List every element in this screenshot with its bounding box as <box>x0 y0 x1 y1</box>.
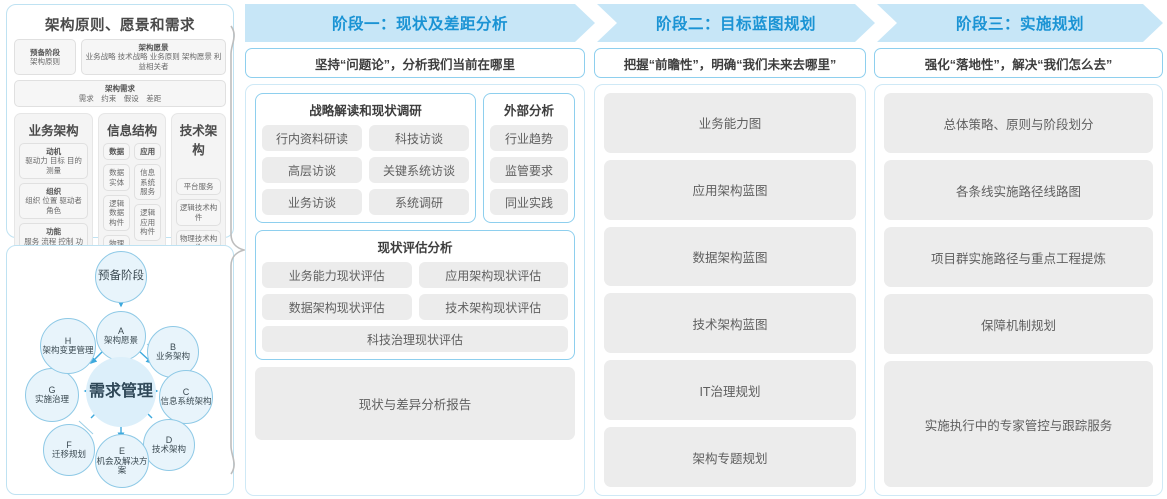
motivation-cell: 动机 驱动力 目标 目的 测量 <box>19 142 89 179</box>
adm-node-a: A 架构愿景 <box>96 311 146 361</box>
table-row: 行内资料研读 科技访谈 <box>262 125 469 151</box>
information-structure-head: 信息结构 <box>107 123 158 138</box>
logical-technology-component-cell: 逻辑技术构件 <box>176 199 221 226</box>
brace-connector-icon <box>230 25 247 475</box>
table-row: 高层访谈 关键系统访谈 <box>262 157 469 183</box>
adm-node-prep: 预备阶段 <box>95 251 147 303</box>
architecture-requirements-cell: 架构需求 需求 约束 假设 差距 <box>14 80 226 107</box>
strategy-research-title: 战略解读和现状调研 <box>309 104 422 118</box>
left-reference-panel: 架构原则、愿景和需求 预备阶段 架构原则 架构愿景 业务战略 技术战略 业务原则… <box>6 4 234 495</box>
strategy-research-box: 战略解读和现状调研 行内资料研读 科技访谈 高层访谈 关键系统访谈 业务访谈 系 <box>255 93 476 223</box>
architecture-vision-cell: 架构愿景 业务战略 技术战略 业务原则 架构愿景 利益相关者 <box>81 39 226 76</box>
phase-chevron-row: 阶段一：现状及差距分析 阶段二：目标蓝图规划 阶段三：实施规划 <box>245 4 1163 42</box>
table-row: 数据架构现状评估 技术架构现状评估 <box>262 294 568 320</box>
blueprint-tile[interactable]: 业务能力图 <box>604 93 856 153</box>
implementation-tile[interactable]: 项目群实施路径与重点工程提炼 <box>884 227 1153 287</box>
application-head: 应用 <box>134 142 162 161</box>
assessment-tile[interactable]: 应用架构现状评估 <box>418 262 568 288</box>
phase-2-body: 业务能力图 应用架构蓝图 数据架构蓝图 技术架构蓝图 IT治理规划 架构专题规划 <box>594 84 866 496</box>
adm-cycle-box: 预备阶段 A 架构愿景 B 业务架构 C 信息系统架构 D 技术架构 <box>6 245 234 495</box>
blueprint-tile[interactable]: IT治理规划 <box>604 360 856 421</box>
phase-2-chevron[interactable]: 阶段二：目标蓝图规划 <box>597 4 875 42</box>
phase-2-subtitle: 把握“前瞻性”，明确“我们未来去哪里” <box>594 48 866 78</box>
architecture-framework-box: 架构原则、愿景和需求 预备阶段 架构原则 架构愿景 业务战略 技术战略 业务原则… <box>6 4 234 328</box>
adm-diagram: 预备阶段 A 架构愿景 B 业务架构 C 信息系统架构 D 技术架构 <box>7 246 233 494</box>
phase-1-body: 战略解读和现状调研 行内资料研读 科技访谈 高层访谈 关键系统访谈 业务访谈 系 <box>245 84 585 496</box>
implementation-tile[interactable]: 实施执行中的专家管控与跟踪服务 <box>884 361 1153 487</box>
external-tile[interactable]: 行业趋势 <box>490 125 568 151</box>
assessment-tile[interactable]: 业务能力现状评估 <box>262 262 412 288</box>
logical-application-component-cell: 逻辑应用构件 <box>134 204 162 241</box>
data-head: 数据 <box>103 142 131 161</box>
assessment-tile-full[interactable]: 科技治理现状评估 <box>262 326 568 352</box>
organization-cell: 组织 组织 位置 驱动者 角色 <box>19 183 89 220</box>
adm-node-e: E 机会及解决方案 <box>95 434 149 488</box>
phase-3-subtitle: 强化“落地性”，解决“我们怎么去” <box>874 48 1163 78</box>
technology-architecture-head: 技术架构 <box>179 123 218 157</box>
blueprint-tile[interactable]: 数据架构蓝图 <box>604 226 856 287</box>
adm-node-b: B 业务架构 <box>147 326 199 378</box>
phase-1-subtitle: 坚持“问题论”，分析我们当前在哪里 <box>245 48 585 78</box>
adm-node-center: 需求管理 <box>86 357 156 427</box>
blueprint-tile[interactable]: 应用架构蓝图 <box>604 159 856 220</box>
research-tile[interactable]: 业务访谈 <box>262 189 362 215</box>
implementation-tile[interactable]: 总体策略、原则与阶段划分 <box>884 93 1153 153</box>
table-row: 业务访谈 系统调研 <box>262 189 469 215</box>
information-system-service-cell: 信息系统服务 <box>134 164 162 201</box>
phase-1-chevron[interactable]: 阶段一：现状及差距分析 <box>245 4 595 42</box>
table-row: 业务能力现状评估 应用架构现状评估 <box>262 262 568 288</box>
data-entity-cell: 数据实体 <box>103 164 131 191</box>
gap-analysis-report-tile[interactable]: 现状与差异分析报告 <box>255 367 575 440</box>
research-tile[interactable]: 高层访谈 <box>262 157 362 183</box>
adm-node-f: F 迁移规划 <box>43 424 95 476</box>
research-tile[interactable]: 系统调研 <box>369 189 469 215</box>
business-architecture-head: 业务架构 <box>28 123 79 138</box>
blueprint-tile[interactable]: 架构专题规划 <box>604 427 856 487</box>
external-analysis-box: 外部分析 行业趋势 监管要求 同业实践 <box>483 93 575 223</box>
phase-2-stack: 业务能力图 应用架构蓝图 数据架构蓝图 技术架构蓝图 IT治理规划 架构专题规划 <box>604 93 856 487</box>
research-tile[interactable]: 科技访谈 <box>369 125 469 151</box>
assessment-title: 现状评估分析 <box>377 241 453 255</box>
phase-columns: 阶段一：现状及差距分析 阶段二：目标蓝图规划 阶段三：实施规划 坚持“问题论”，… <box>245 4 1163 496</box>
research-tile[interactable]: 行内资料研读 <box>262 125 362 151</box>
phase-3-stack: 总体策略、原则与阶段划分 各条线实施路径线路图 项目群实施路径与重点工程提炼 保… <box>884 93 1153 487</box>
adm-node-d: D 技术架构 <box>143 419 195 471</box>
research-tile[interactable]: 关键系统访谈 <box>369 157 469 183</box>
prep-phase-cell: 预备阶段 架构原则 <box>14 39 76 76</box>
assessment-tile[interactable]: 数据架构现状评估 <box>262 294 412 320</box>
phase-3-chevron[interactable]: 阶段三：实施规划 <box>877 4 1163 42</box>
adm-node-c: C 信息系统架构 <box>159 370 213 424</box>
implementation-tile[interactable]: 各条线实施路径线路图 <box>884 160 1153 220</box>
adm-node-h: H 架构变更管理 <box>40 318 96 374</box>
adm-node-g: G 实施治理 <box>25 368 79 422</box>
framework-title: 架构原则、愿景和需求 <box>45 18 195 34</box>
external-analysis-title: 外部分析 <box>503 104 554 118</box>
assessment-tile[interactable]: 技术架构现状评估 <box>418 294 568 320</box>
logical-data-component-cell: 逻辑数据构件 <box>103 195 131 232</box>
blueprint-tile[interactable]: 技术架构蓝图 <box>604 293 856 354</box>
current-state-assessment-box: 现状评估分析 业务能力现状评估 应用架构现状评估 数据架构现状评估 技术架构现状… <box>255 230 575 360</box>
table-row: 科技治理现状评估 <box>262 326 568 352</box>
platform-service-cell: 平台服务 <box>176 177 221 196</box>
phase-3-body: 总体策略、原则与阶段划分 各条线实施路径线路图 项目群实施路径与重点工程提炼 保… <box>874 84 1163 496</box>
implementation-tile[interactable]: 保障机制规划 <box>884 294 1153 354</box>
external-tile[interactable]: 同业实践 <box>490 189 568 215</box>
external-tile[interactable]: 监管要求 <box>490 157 568 183</box>
